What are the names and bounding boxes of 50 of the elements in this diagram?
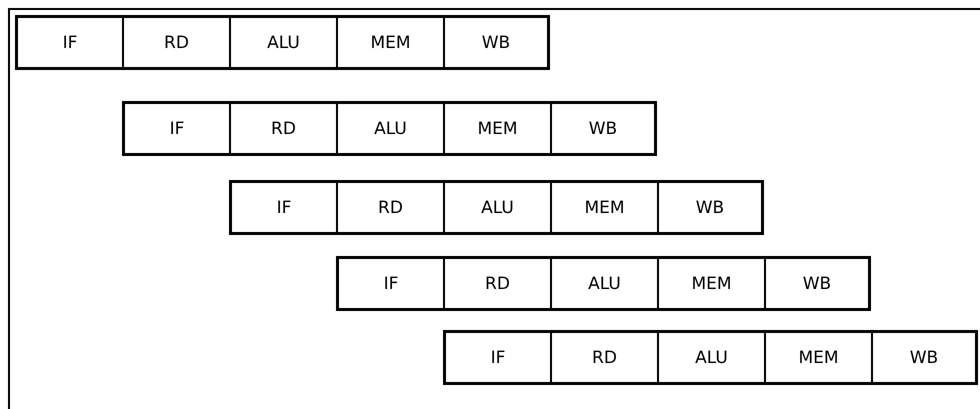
- stage-label: RD: [485, 274, 510, 294]
- pipeline-stage-box: [443, 101, 550, 156]
- pipeline-stage-box: [443, 330, 550, 385]
- stage-label: IF: [276, 198, 292, 218]
- pipeline-stage-box: [336, 180, 443, 235]
- stage-label: WB: [482, 32, 510, 52]
- stage-label: ALU: [695, 348, 728, 368]
- pipeline-stage-box: [764, 256, 871, 311]
- pipeline-stage-box: [443, 15, 550, 70]
- stage-label: MEM: [691, 274, 732, 294]
- stage-label: IF: [384, 274, 398, 294]
- pipeline-stage-box: [15, 15, 122, 70]
- stage-label: WB: [588, 118, 618, 138]
- stage-label: WB: [910, 348, 938, 368]
- pipeline-stage-box: [229, 101, 336, 156]
- pipeline-stage-box: [550, 180, 657, 235]
- pipeline-stage-box: [122, 101, 229, 156]
- stage-label: ALU: [267, 32, 300, 52]
- stage-label: WB: [696, 198, 724, 218]
- stage-label: ALU: [481, 198, 514, 218]
- pipeline-stage-box: [443, 256, 550, 311]
- pipeline-stage-box: [657, 256, 764, 311]
- stage-label: MEM: [477, 118, 518, 138]
- pipeline-stage-box: [229, 180, 336, 235]
- stage-label: MEM: [584, 198, 625, 218]
- pipeline-stage-box: [336, 15, 443, 70]
- stage-label: IF: [170, 118, 184, 138]
- stage-label: IF: [490, 348, 506, 368]
- pipeline-stage-box: [229, 15, 336, 70]
- pipeline-stage-box: [336, 256, 443, 311]
- pipeline-stage-box: [764, 330, 871, 385]
- pipeline-stage-box: [550, 330, 657, 385]
- stage-label: MEM: [798, 348, 839, 368]
- stage-label: MEM: [370, 32, 411, 52]
- pipeline-stage-box: [550, 256, 657, 311]
- pipeline-stage-box: [550, 101, 657, 156]
- stage-label: RD: [164, 32, 189, 52]
- pipeline-stage-box: [657, 180, 764, 235]
- stage-label: IF: [62, 32, 78, 52]
- pipeline-stage-box: [871, 330, 978, 385]
- pipeline-stage-box: [443, 180, 550, 235]
- stage-label: ALU: [374, 118, 407, 138]
- pipeline-stage-box: [122, 15, 229, 70]
- stage-label: RD: [271, 118, 296, 138]
- stage-label: RD: [378, 198, 403, 218]
- pipeline-stage-box: [336, 101, 443, 156]
- stage-label: RD: [592, 348, 617, 368]
- stage-label: ALU: [588, 274, 621, 294]
- stage-label: WB: [802, 274, 832, 294]
- pipeline-stage-box: [657, 330, 764, 385]
